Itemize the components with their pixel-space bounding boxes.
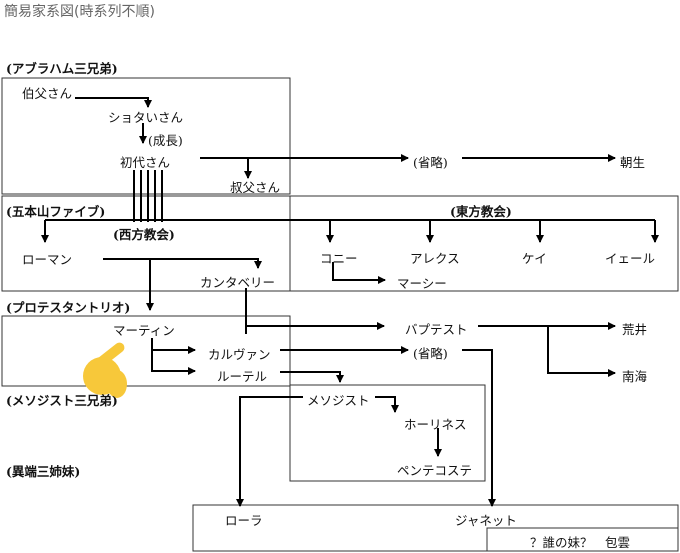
pointing-hand-icon <box>83 342 127 398</box>
node-marcy: マーシー <box>397 276 447 291</box>
node-shuku: 叔父さん <box>230 180 281 195</box>
node-shoryaku-1: (省略) <box>413 155 448 170</box>
node-shota: ショタいさん <box>108 110 184 125</box>
node-laura: ローラ <box>225 513 263 528</box>
node-methodist: メソジスト <box>307 393 370 408</box>
box-mystery <box>486 527 679 552</box>
node-alex: アレクス <box>410 251 460 266</box>
node-pentecost: ペンテコステ <box>397 463 473 478</box>
node-shodai: 初代さん <box>120 155 171 170</box>
node-oji: 伯父さん <box>22 86 73 101</box>
node-baptist: バプテスト <box>405 322 468 337</box>
box-methodist <box>289 384 486 482</box>
node-calvin: カルヴァン <box>208 347 271 362</box>
node-holiness: ホーリネス <box>404 417 467 432</box>
node-seicho: (成長) <box>148 133 183 148</box>
node-roman: ローマン <box>22 252 73 267</box>
node-asahi: 朝生 <box>620 155 646 170</box>
section-methodist: (メソジスト三兄弟) <box>6 393 118 408</box>
section-toho: (東方教会) <box>450 204 512 219</box>
box-toho <box>289 195 679 292</box>
node-arai: 荒井 <box>622 322 648 337</box>
section-abraham: (アブラハム三兄弟) <box>6 61 118 76</box>
section-seiho: (西方教会) <box>113 227 175 242</box>
section-protestant: (プロテスタントリオ) <box>6 300 131 315</box>
page-title: 簡易家系図(時系列不順) <box>4 4 155 20</box>
node-mystery: ？誰の妹？ 包雲 <box>530 535 631 550</box>
box-abraham <box>1 77 291 195</box>
node-kantaberry: カンタベリー <box>200 275 276 290</box>
node-luther: ルーテル <box>217 369 268 384</box>
node-nankai: 南海 <box>622 369 648 384</box>
node-shoryaku-2: (省略) <box>413 346 448 361</box>
section-gohonzan: (五本山ファイブ) <box>6 204 106 219</box>
node-kei: ケイ <box>522 251 547 266</box>
node-yale: イェール <box>605 251 656 266</box>
node-coney: コニー <box>320 251 358 266</box>
node-janet: ジャネット <box>455 513 517 528</box>
section-itan: (異端三姉妹) <box>6 464 81 479</box>
node-martin: マーティン <box>113 323 175 338</box>
